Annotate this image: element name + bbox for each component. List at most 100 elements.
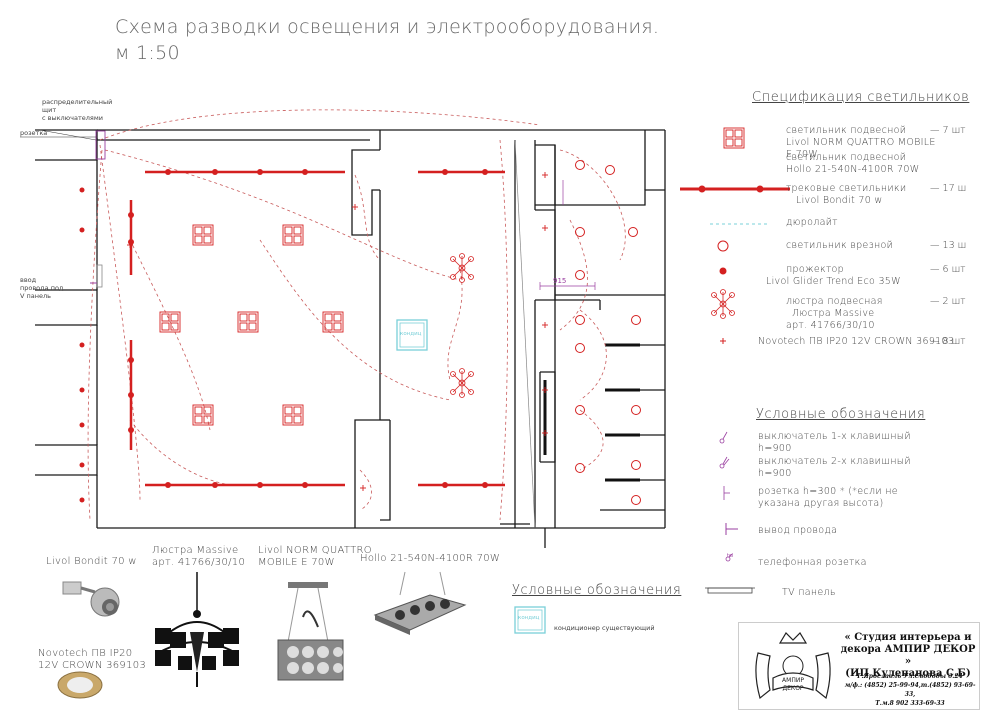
studio-address-3: Т.м.8 902 333-69-33 [875,700,945,707]
spec-item-2-line-1: светильник подвесной [786,152,907,163]
quad-lights [159,224,344,426]
product-massive-caption: Люстра Massive арт. 41766/30/10 [152,545,245,569]
product-massive-image [155,572,239,687]
ac-unit-plan [396,319,428,351]
legend-item-3: розетка h=300 * (*если не указана другая… [758,486,898,510]
input-label: ввод провода под V панель [20,276,63,300]
chandeliers [450,253,474,398]
spec-item-5-qty: — 13 ш [930,240,967,251]
studio-address: Г.Ярославль Ул.Свободы д.24 м/ф.: (4852)… [840,672,980,708]
legend-item-2-line-1: выключатель 2-х клавишный [758,456,911,467]
spec-item-6-qty: — 6 шт [930,264,966,275]
spec-item-3-line-2: Livol Bondit 70 w [796,195,883,206]
tv-panel-wall [96,264,103,288]
product-hollo-caption: Hollo 21-540N-4100R 70W [360,553,501,564]
input-label-2: провода под [20,284,64,292]
product-quattro-caption: Livol NORM QUATTRO MOBILE E 70W [258,545,372,569]
legend-item-3-line-2: указана другая высота) [758,498,884,509]
plan-partitions [543,343,640,482]
title-line-1: Схема разводки освещения и электрооборуд… [115,16,660,38]
chandelier-icon [711,289,735,319]
phone-socket-icon [725,553,733,562]
legend-item-3-line-1: розетка h=300 * (*если не [758,486,898,497]
studio-address-2: м/ф.: (4852) 25-99-94,т.(4852) 93-69-33, [844,682,976,698]
product-massive-line-1: Люстра Massive [152,545,239,556]
switch-1-icon [719,431,728,444]
novotech-icon [720,338,726,344]
track-light-icon [680,185,790,193]
panel-label-1: распределительный [42,98,113,106]
spec-item-3: трековые светильники Livol Bondit 70 w [786,183,936,207]
spec-item-2: светильник подвесной Hollo 21-540N-4100R… [786,152,936,176]
spec-item-8: Novotech ПВ IP20 12V CROWN 369103 [758,336,955,347]
product-massive-line-2: арт. 41766/30/10 [152,557,246,568]
spec-item-4: дюролайт [786,217,838,228]
legend-item-1: выключатель 1-х клавишный h=900 [758,431,911,455]
studio-address-1: Г.Ярославль Ул.Свободы д.24 [857,673,963,680]
tv-panel-icon [705,587,755,594]
spec-heading: Спецификация светильников [752,90,970,105]
legend-item-2: выключатель 2-х клавишный h=900 [758,456,911,480]
legend2-item: кондиционер существующий [554,624,655,632]
product-quattro-line-2: MOBILE E 70W [258,557,335,568]
spec-item-7-line-2: Люстра Massive [792,308,875,319]
spec-item-1-qty: — 7 шт [930,125,966,136]
legend-item-1-line-2: h=900 [758,443,792,454]
studio-name-line-1: « Студия интерьера и [844,632,972,643]
product-novotech-line-1: Novotech ПВ IP20 [38,648,133,659]
product-hollo-image [373,571,467,635]
legend-item-4: вывод провода [758,525,838,536]
recessed-lights [575,160,641,505]
spec-item-6-line-2: Livol Glider Trend Eco 35W [766,276,901,287]
wiring-lines [87,109,626,521]
studio-name-line-2: декора АМПИР ДЕКОР » [840,644,976,667]
product-bondit-caption: Livol Bondit 70 w [46,556,137,567]
title-line-2: м 1:50 [115,42,180,64]
spec-item-3-qty: — 17 ш [930,183,967,194]
studio-logo: АМПИР ДЕКОР [755,632,831,700]
track-spots [79,169,488,503]
spec-item-7-qty: — 2 шт [930,296,966,307]
spotlight-icon [719,267,727,275]
legend-item-6: TV панель [782,587,836,598]
panel-label: распределительный щит с выключателями [42,98,112,122]
legend-item-5: телефонная розетка [758,557,867,568]
studio-logo-text-2: ДЕКОР [782,685,803,692]
spec-item-7-line-3: арт. 41766/30/10 [786,320,875,331]
product-bondit-image [62,581,120,617]
ac-unit-legend-box-label: кондиц [518,615,540,621]
spec-item-7-line-1: люстра подвесная [786,296,883,307]
ac-unit-plan-label: кондиц [400,331,422,337]
socket-icon [723,486,730,500]
distribution-panel [95,130,106,160]
switch-2-icon [719,456,730,469]
product-quattro-line-1: Livol NORM QUATTRO [258,545,372,556]
product-novotech-caption: Novotech ПВ IP20 12V CROWN 369103 [38,648,146,672]
studio-name: « Студия интерьера и декора АМПИР ДЕКОР … [838,632,978,680]
spec-item-7: люстра подвесная Люстра Massive арт. 417… [786,296,936,332]
spec-item-3-line-1: трековые светильники [786,183,907,194]
recessed-light-icon [717,240,729,252]
product-novotech-line-2: 12V CROWN 369103 [38,660,147,671]
ac-unit-legend-icon [514,606,546,634]
spec-icons [680,127,790,344]
dimension-915-label: 915 [553,277,567,285]
panel-label-2: щит [42,106,57,114]
socket-label: розетка [20,129,48,137]
spec-item-1-line-1: светильник подвесной [786,125,907,136]
input-label-3: V панель [20,292,51,300]
spec-item-1-line-2: Livol NORM QUATTRO MOBILE E 70W [786,137,936,160]
spec-item-6-line-1: прожектор [786,264,844,275]
panel-label-3: с выключателями [42,114,103,122]
studio-logo-text-1: АМПИР [782,677,804,684]
studio-stamp [738,622,980,710]
legend-item-1-line-1: выключатель 1-х клавишный [758,431,911,442]
track-lights [129,170,505,487]
door-swing-line [514,139,536,529]
legend-icons [705,431,755,594]
input-label-1: ввод [20,276,37,284]
legend-heading: Условные обозначения [756,407,926,422]
spec-item-5: светильник врезной [786,240,894,251]
